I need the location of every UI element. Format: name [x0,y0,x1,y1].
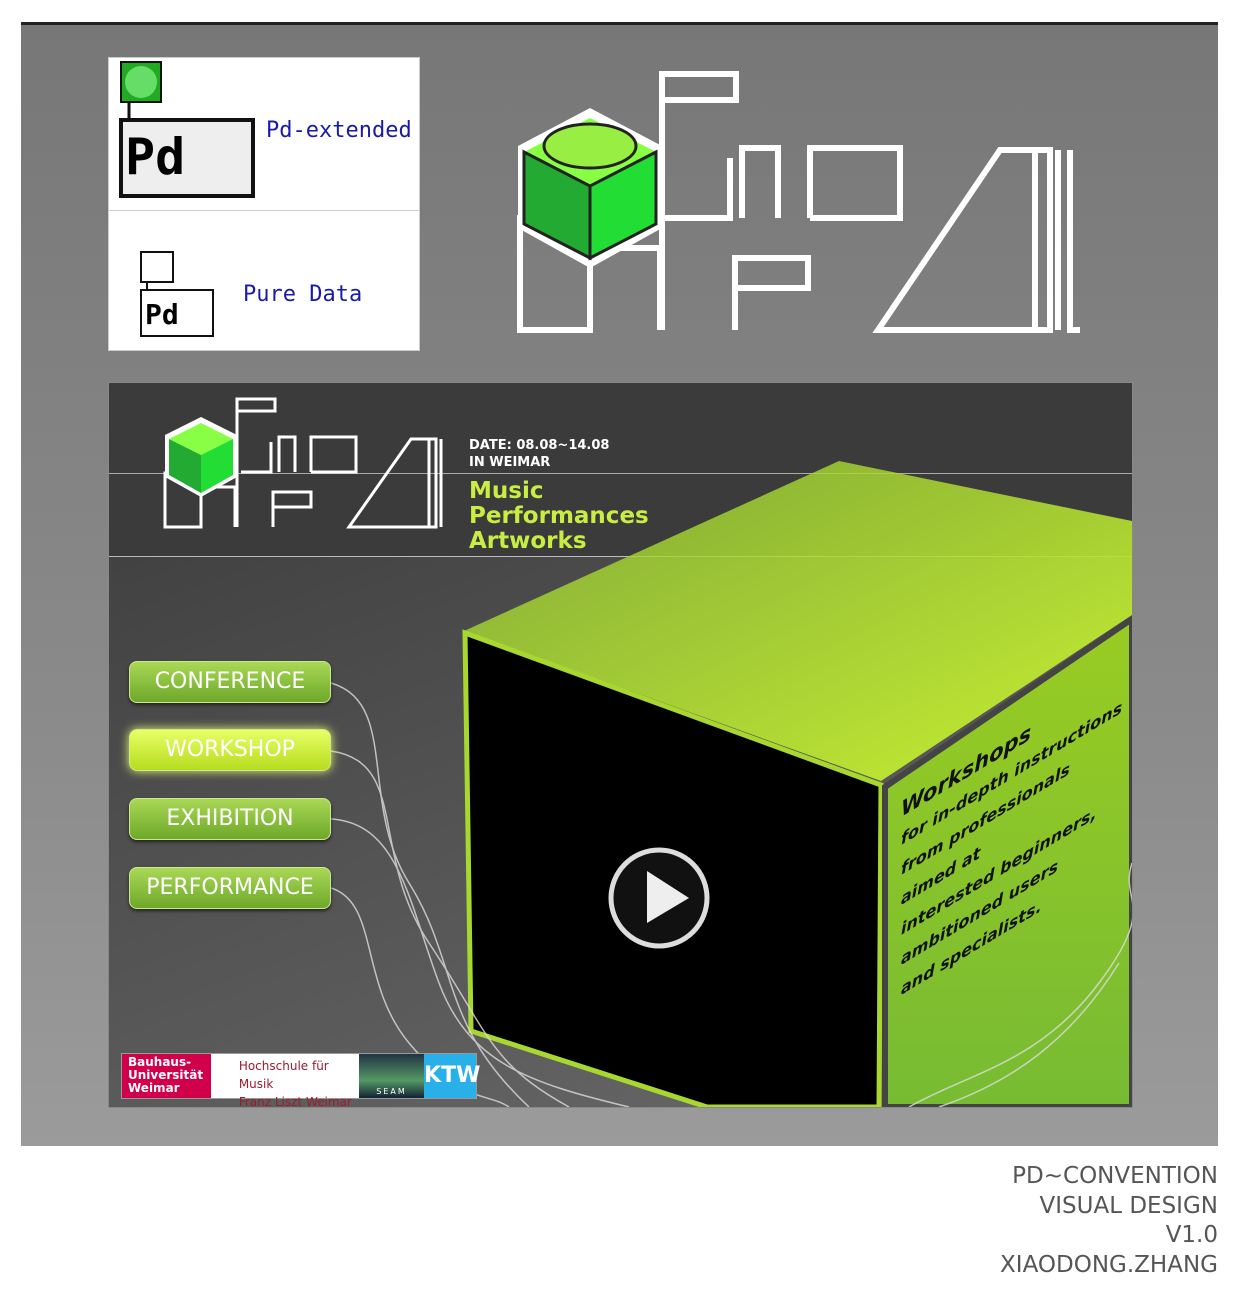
sponsor-logos: Bauhaus-Universität Weimar Hochschule fü… [121,1053,480,1107]
pd-logos-box: Pd Pd Pd-extended Pure Data [108,57,420,351]
site-logo [163,397,443,529]
pure-data-label: Pure Data [243,282,363,307]
play-icon [608,847,710,949]
date-text: DATE: 08.08~14.08 [469,438,610,453]
cube-graphic [330,461,1132,1107]
nav-workshop-button[interactable]: WORKSHOP [129,729,331,771]
hfm-logo[interactable]: Hochschule für Musik Franz Liszt Weimar [210,1054,360,1107]
credit-line: VISUAL DESIGN [1039,1192,1218,1219]
nav-performance-button[interactable]: PERFORMANCE [129,867,331,909]
event-date: DATE: 08.08~14.08 IN WEIMAR [469,437,609,471]
cube-top-face [464,461,1132,781]
pd-icons: Pd Pd [119,61,255,337]
credits: PD~CONVENTION VISUAL DESIGN V1.0 XIAODON… [1000,1162,1218,1280]
tag-music: Music [469,478,544,504]
svg-text:Pd: Pd [145,298,179,331]
pd-extended-label: Pd-extended [266,118,412,143]
ktw-logo[interactable]: KTW [424,1054,480,1098]
pd-convention-logo [517,71,1080,333]
svg-text:Pd: Pd [125,128,185,186]
event-tags: Music Performances Artworks [469,479,649,554]
bauhaus-logo[interactable]: Bauhaus-Universität Weimar [122,1054,211,1098]
cables [330,682,1132,1107]
hfm-line1: Hochschule für Musik [238,1059,329,1091]
tag-performances: Performances [469,503,649,529]
credit-line: V1.0 [1165,1222,1218,1248]
hfm-line2: Franz Liszt Weimar [238,1095,352,1108]
credit-line: XIAODONG.ZHANG [1000,1251,1218,1278]
nav-exhibition-button[interactable]: EXHIBITION [129,798,331,840]
cube-side-face [882,615,1132,1107]
seam-logo[interactable]: SEAM [359,1054,425,1098]
location-text: IN WEIMAR [469,455,551,470]
website-mockup: DATE: 08.08~14.08 IN WEIMAR Music Perfor… [108,382,1133,1108]
tag-artworks: Artworks [469,528,587,554]
divider [109,210,419,211]
header-rule [109,473,1132,474]
seam-label: SEAM [376,1087,407,1096]
site-header: DATE: 08.08~14.08 IN WEIMAR Music Perfor… [109,383,1132,557]
nav-conference-button[interactable]: CONFERENCE [129,661,331,703]
credit-line: PD~CONVENTION [1012,1163,1218,1189]
